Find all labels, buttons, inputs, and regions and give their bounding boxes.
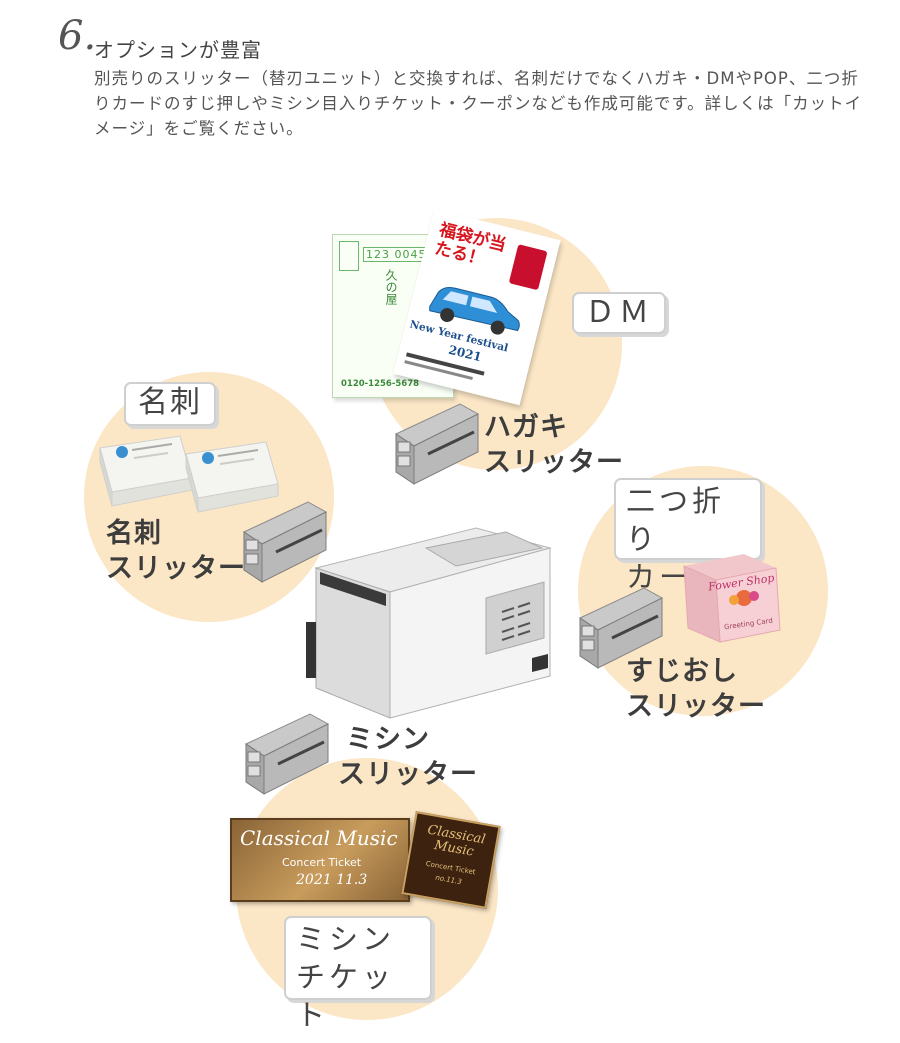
- flyer-headline: 福袋が当たる！: [432, 219, 508, 271]
- ticket-small-title: Classical Music: [426, 822, 487, 860]
- ticket-large-image: Classical Music Concert Ticket 2021 11.3: [230, 818, 410, 902]
- mishin-ticket-label-line2: チケット: [296, 960, 396, 1032]
- meishi-slitter-line2: スリッター: [106, 553, 246, 584]
- fold-card-label: 二つ折り カード: [614, 478, 762, 594]
- meishi-slitter-icon: [242, 501, 328, 583]
- car-icon: [429, 286, 520, 335]
- ticket-title: Classical Music: [240, 826, 398, 850]
- section-number: 6.: [58, 13, 97, 59]
- greeting-card-image: [683, 554, 781, 643]
- sujioshi-slitter-line1: すじおし: [626, 656, 738, 687]
- section-title: オプションが豊富: [94, 38, 262, 62]
- ticket-date: 2021 11.3: [296, 872, 368, 888]
- sujioshi-slitter-icon: [578, 587, 664, 669]
- dm-label: ＤＭ: [572, 292, 666, 334]
- mishin-slitter-label: ミシン スリッター: [338, 722, 478, 792]
- hagaki-slitter-label: ハガキ スリッター: [484, 410, 624, 480]
- business-cards-image: [99, 435, 279, 513]
- postcard-digits: 123 0045: [363, 247, 430, 262]
- sujioshi-slitter-label: すじおし スリッター: [626, 654, 766, 724]
- mishin-slitter-line1: ミシン: [346, 724, 430, 755]
- lucky-bag-icon: [508, 244, 548, 291]
- card-cutter-machine-image: [306, 527, 552, 719]
- hagaki-slitter-line2: スリッター: [484, 447, 624, 478]
- meishi-label: 名刺: [124, 382, 216, 426]
- postcard-phone: 0120-1256-5678: [341, 379, 420, 389]
- meishi-slitter-label: 名刺 スリッター: [106, 516, 246, 586]
- postcard-name: 久の屋: [384, 269, 398, 305]
- mishin-ticket-label-line1: ミシン: [296, 922, 396, 956]
- section-description: 別売りのスリッター（替刃ユニット）と交換すれば、名刺だけでなくハガキ・DMやPO…: [94, 69, 863, 138]
- mishin-slitter-line2: スリッター: [338, 759, 478, 790]
- flyer-image: 福袋が当たる！ New Year festival 2021: [393, 208, 561, 406]
- ticket-sub: Concert Ticket: [282, 856, 362, 869]
- fold-card-label-line1: 二つ折り: [626, 484, 726, 556]
- ticket-small-image: Classical Music Concert Ticket no.11.3: [401, 811, 501, 909]
- hagaki-slitter-icon: [394, 403, 480, 485]
- meishi-slitter-line1: 名刺: [106, 518, 162, 549]
- mishin-ticket-label: ミシン チケット: [284, 916, 432, 1032]
- mishin-slitter-icon: [244, 713, 330, 795]
- hagaki-slitter-line1: ハガキ: [484, 412, 568, 443]
- sujioshi-slitter-line2: スリッター: [626, 691, 766, 722]
